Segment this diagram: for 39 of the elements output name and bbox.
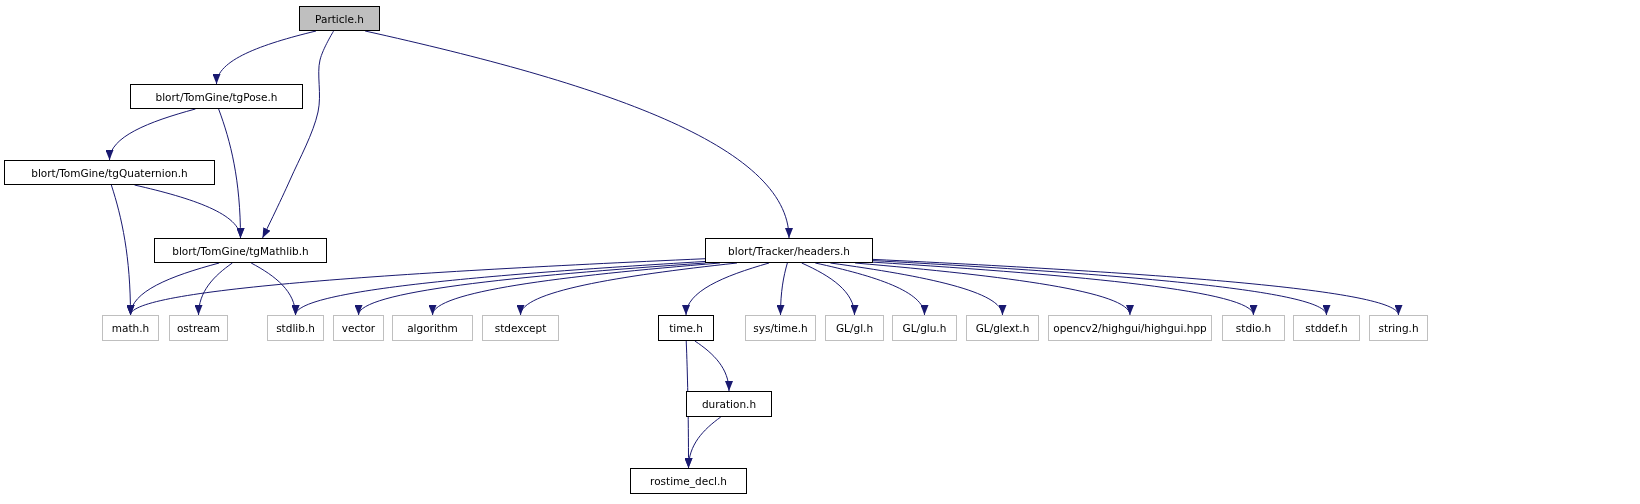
header-file-box: stdlib.h <box>267 315 324 341</box>
header-file-box: blort/TomGine/tgMathlib.h <box>154 238 327 263</box>
arrow <box>358 262 707 316</box>
header-file-box: ostream <box>169 315 228 341</box>
header-file-box: stdexcept <box>482 315 559 341</box>
header-file-box: GL/glu.h <box>892 315 957 341</box>
header-file-box: GL/gl.h <box>825 315 884 341</box>
arrow <box>295 261 706 316</box>
header-file-box: string.h <box>1369 315 1428 341</box>
header-file-box: Particle.h <box>299 6 380 31</box>
arrow <box>262 30 335 239</box>
arrow <box>364 30 792 239</box>
arrow <box>694 340 733 392</box>
arrow <box>872 261 1254 316</box>
arrow <box>130 258 706 316</box>
header-file-box: blort/Tracker/headers.h <box>705 238 873 263</box>
header-file-box: time.h <box>658 315 714 341</box>
header-file-box: rostime_decl.h <box>630 468 747 494</box>
header-file-box: stdio.h <box>1222 315 1285 341</box>
header-file-box: duration.h <box>686 391 772 417</box>
header-file-box: vector <box>333 315 384 341</box>
header-file-box: GL/glext.h <box>966 315 1039 341</box>
arrow <box>685 416 722 469</box>
arrow <box>801 262 858 316</box>
header-file-box: math.h <box>102 315 159 341</box>
arrow <box>683 262 770 316</box>
arrow <box>195 262 233 316</box>
header-file-box: stddef.h <box>1293 315 1360 341</box>
header-file-box: algorithm <box>392 315 473 341</box>
arrow <box>872 260 1327 316</box>
header-file-box: blort/TomGine/tgQuaternion.h <box>4 160 215 185</box>
arrow <box>776 262 788 316</box>
arrow <box>134 184 243 239</box>
arrow <box>872 258 1399 316</box>
header-file-box: sys/time.h <box>745 315 816 341</box>
arrow <box>106 108 196 161</box>
header-file-box: opencv2/highgui/highgui.hpp <box>1048 315 1212 341</box>
header-file-box: blort/TomGine/tgPose.h <box>130 84 303 109</box>
arrow <box>214 30 317 85</box>
